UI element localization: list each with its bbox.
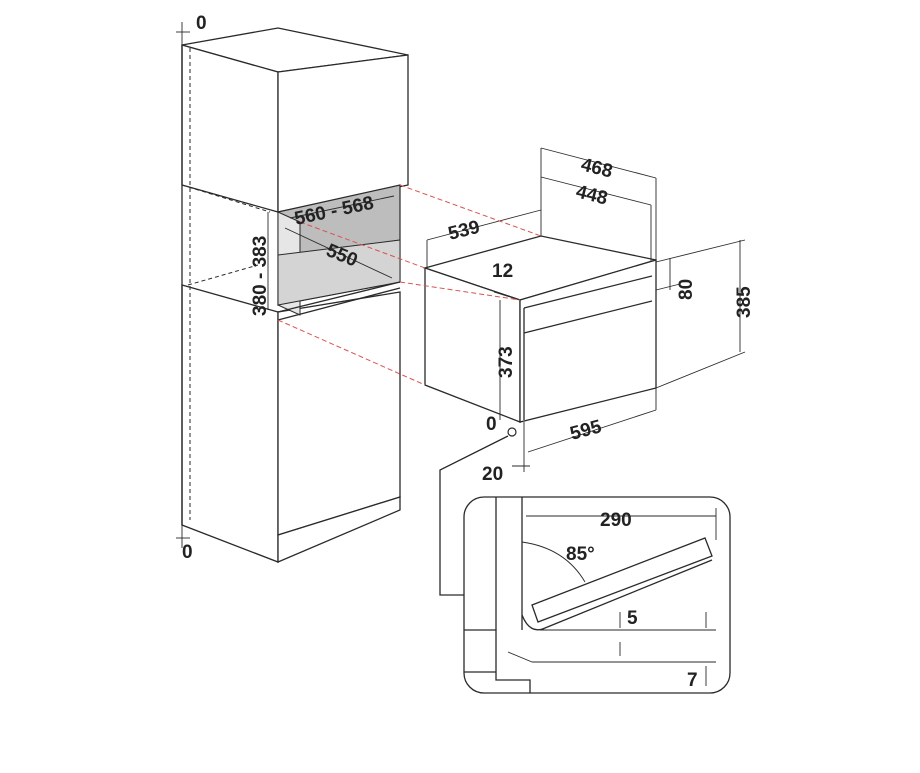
- label-oven-bottom-gap: 0: [486, 414, 497, 435]
- cabinet-upper-front: [277, 54, 409, 213]
- inset-door-underside: [544, 559, 713, 629]
- dim-line: [426, 209, 542, 241]
- label-cab-top-gap: 0: [196, 13, 207, 34]
- callout-line: [439, 435, 509, 596]
- niche: [267, 184, 401, 321]
- niche-sill-top: [277, 281, 401, 313]
- oven-door-handle: [523, 300, 653, 334]
- label-door-open-length: 290: [600, 510, 632, 531]
- label-door-floor-gap: 7: [687, 670, 698, 691]
- label-oven-front-width: 595: [568, 416, 604, 445]
- guide-line: [277, 319, 426, 386]
- label-oven-depth: 539: [446, 217, 482, 245]
- inset-hinge: [521, 614, 546, 631]
- tall-cabinet: [176, 22, 409, 563]
- inset-base: [464, 629, 531, 693]
- guide-line: [399, 184, 542, 237]
- label-oven-top-offset: 12: [492, 261, 513, 282]
- inset-door: [531, 537, 713, 623]
- cabinet-plinth: [277, 496, 401, 563]
- dim-line: [284, 227, 393, 279]
- label-oven-width-inner: 448: [574, 181, 610, 209]
- label-door-angle: 85°: [566, 544, 595, 565]
- alignment-guides: [277, 184, 542, 386]
- niche-sill: [277, 287, 401, 321]
- dim-line: [540, 176, 652, 206]
- label-oven-side-offset: 20: [482, 464, 503, 485]
- inset-line: [507, 651, 533, 663]
- guide-line: [399, 281, 521, 301]
- label-oven-body-height: 373: [496, 346, 517, 378]
- dim-line: [655, 239, 746, 263]
- dim-line: [655, 351, 746, 389]
- door-detail-inset: [463, 496, 731, 694]
- dim-line: [493, 291, 521, 301]
- dashed-guide: [187, 264, 259, 286]
- oven: [422, 147, 746, 472]
- label-door-drop: 5: [627, 608, 638, 629]
- label-niche-height: 380 - 383: [250, 236, 271, 316]
- dashed-guide: [181, 184, 271, 213]
- label-oven-panel-height: 80: [676, 279, 697, 300]
- angle-arc: [521, 541, 586, 583]
- label-oven-width-outer: 468: [579, 154, 615, 182]
- guide-line: [299, 221, 426, 269]
- cabinet-upper-side: [181, 44, 279, 213]
- cabinet-lower-side: [181, 284, 279, 563]
- label-oven-total-height: 385: [734, 286, 755, 318]
- detail-marker: [507, 427, 517, 437]
- dim-line: [655, 283, 681, 291]
- dim-line: [540, 147, 657, 179]
- oven-panel-line: [523, 275, 653, 309]
- dim-line: [527, 409, 657, 453]
- dim-line: [289, 195, 395, 219]
- label-cab-bottom-gap: 0: [182, 542, 193, 563]
